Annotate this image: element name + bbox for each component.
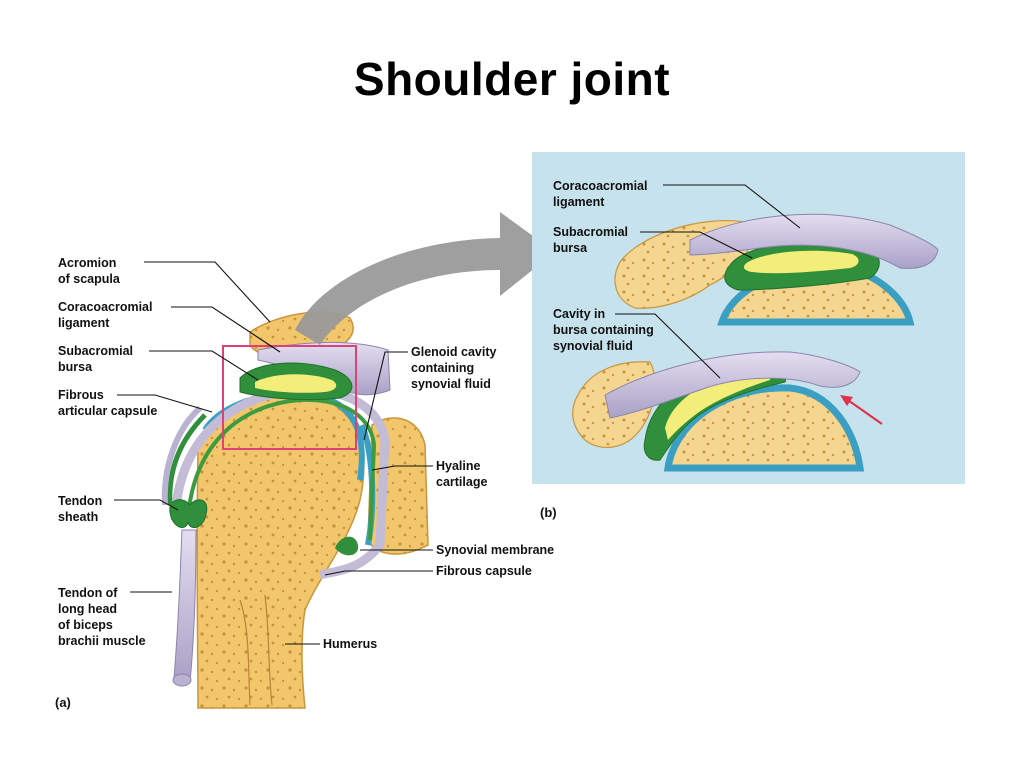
- label-hyaline-l1: Hyaline: [436, 459, 481, 473]
- label-fibrous-articular: Fibrous articular capsule: [58, 388, 157, 418]
- label-tendon-sheath-l2: sheath: [58, 510, 98, 524]
- label-tendon-long-head: Tendon of long head of biceps brachii mu…: [58, 586, 146, 648]
- tendon-sheath: [169, 499, 208, 529]
- bursa-fluid-b-lower: [665, 371, 771, 440]
- label-subacromial-a-l2: bursa: [58, 360, 93, 374]
- label-acromion-l2: of scapula: [58, 272, 121, 286]
- leader-hyaline: [371, 465, 433, 471]
- label-glenoid-l2: containing: [411, 361, 474, 375]
- zoom-arrow: [295, 212, 555, 345]
- label-acromion-l1: Acromion: [58, 256, 116, 270]
- slide-title: Shoulder joint: [353, 53, 671, 105]
- label-tendon-long-head-l3: of biceps: [58, 618, 113, 632]
- panel-a-label: (a): [55, 695, 71, 710]
- biceps-tendon: [173, 529, 197, 683]
- pointer-arrowhead: [840, 395, 853, 406]
- leader-coracoacromial-a: [171, 306, 281, 353]
- leader-subacromial-a: [149, 350, 259, 381]
- synovial-membrane-pocket: [335, 536, 359, 556]
- label-coracoacromial-b-l1: Coracoacromial: [553, 179, 647, 193]
- label-coracoacromial-b: Coracoacromial ligament: [553, 179, 651, 209]
- label-hyaline: Hyaline cartilage: [436, 459, 487, 489]
- label-cavity-l3: synovial fluid: [553, 339, 633, 353]
- tendon-sheath-upper: [167, 413, 207, 506]
- label-tendon-sheath-l1: Tendon: [58, 494, 102, 508]
- tendon-sheath-upper-lig: [161, 405, 203, 506]
- label-tendon-sheath: Tendon sheath: [58, 494, 106, 524]
- label-coracoacromial-a: Coracoacromial ligament: [58, 300, 156, 330]
- highlight-box: [222, 345, 357, 450]
- leader-tendon-sheath: [114, 499, 179, 511]
- label-fibrous-articular-l1: Fibrous: [58, 388, 104, 402]
- label-tendon-long-head-l4: brachii muscle: [58, 634, 146, 648]
- panel-a: Acromion of scapula Coracoacromial ligam…: [55, 212, 555, 710]
- synovial-membrane: [186, 397, 377, 541]
- label-glenoid: Glenoid cavity containing synovial fluid: [411, 345, 500, 391]
- label-tendon-long-head-l2: long head: [58, 602, 117, 616]
- label-fibrous-articular-l2: articular capsule: [58, 404, 157, 418]
- label-cavity: Cavity in bursa containing synovial flui…: [553, 307, 657, 353]
- panel-b-label: (b): [540, 505, 557, 520]
- pointer-arrow: [844, 397, 883, 425]
- humeral-head-b-lower: [663, 384, 864, 472]
- label-subacromial-b-l1: Subacromial: [553, 225, 628, 239]
- leader-cavity: [615, 313, 721, 379]
- label-coracoacromial-a-l1: Coracoacromial: [58, 300, 152, 314]
- label-subacromial-a-l1: Subacromial: [58, 344, 133, 358]
- label-glenoid-l1: Glenoid cavity: [411, 345, 496, 359]
- leader-coracoacromial-b: [663, 184, 801, 229]
- leader-acromion: [144, 261, 271, 323]
- bursa-fluid-b-upper: [743, 250, 859, 274]
- biceps-tendon-end: [172, 673, 192, 687]
- coracoacromial-ligament-b-upper: [689, 213, 939, 269]
- panel-b: Coracoacromial ligament Subacromial burs…: [532, 152, 965, 520]
- label-synovial-membrane: Synovial membrane: [436, 543, 554, 557]
- coracoacromial-ligament-b-lower: [604, 351, 861, 419]
- label-subacromial-b-l2: bursa: [553, 241, 588, 255]
- label-hyaline-l2: cartilage: [436, 475, 487, 489]
- label-subacromial-a: Subacromial bursa: [58, 344, 137, 374]
- leader-subacromial-b: [640, 231, 753, 259]
- label-cavity-l2: bursa containing: [553, 323, 654, 337]
- label-subacromial-b: Subacromial bursa: [553, 225, 632, 255]
- label-fibrous-capsule: Fibrous capsule: [436, 564, 532, 578]
- leader-fibrous-articular: [117, 394, 213, 413]
- label-glenoid-l3: synovial fluid: [411, 377, 491, 391]
- label-acromion: Acromion of scapula: [58, 256, 121, 286]
- leader-fibrous-capsule: [324, 570, 433, 576]
- label-humerus: Humerus: [323, 637, 377, 651]
- label-tendon-long-head-l1: Tendon of: [58, 586, 118, 600]
- subacromial-bursa-fluid: [255, 374, 337, 393]
- label-cavity-l1: Cavity in: [553, 307, 605, 321]
- leader-glenoid: [363, 351, 408, 441]
- label-coracoacromial-b-l2: ligament: [553, 195, 605, 209]
- label-coracoacromial-a-l2: ligament: [58, 316, 110, 330]
- humerus-marrow-line: [239, 594, 273, 706]
